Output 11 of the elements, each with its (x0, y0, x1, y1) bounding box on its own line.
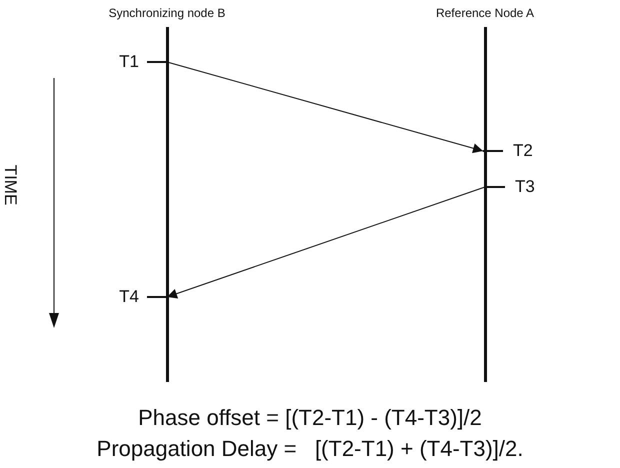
message-arrow (166, 62, 484, 154)
message-arrow (166, 186, 486, 298)
formula: Phase offset = [(T2-T1) - (T4-T3)]/2 (138, 405, 482, 431)
lifeline-title: Synchronizing node B (108, 6, 226, 20)
timestamp-label: T3 (515, 177, 535, 197)
timestamp-label: T2 (513, 141, 533, 161)
timestamp-label: T1 (119, 52, 139, 72)
timestamp-label: T4 (119, 287, 139, 307)
formula: Propagation Delay = [(T2-T1) + (T4-T3)]/2. (96, 436, 524, 462)
axis-label: TIME (0, 164, 20, 206)
lifeline-title: Reference Node A (434, 6, 536, 20)
